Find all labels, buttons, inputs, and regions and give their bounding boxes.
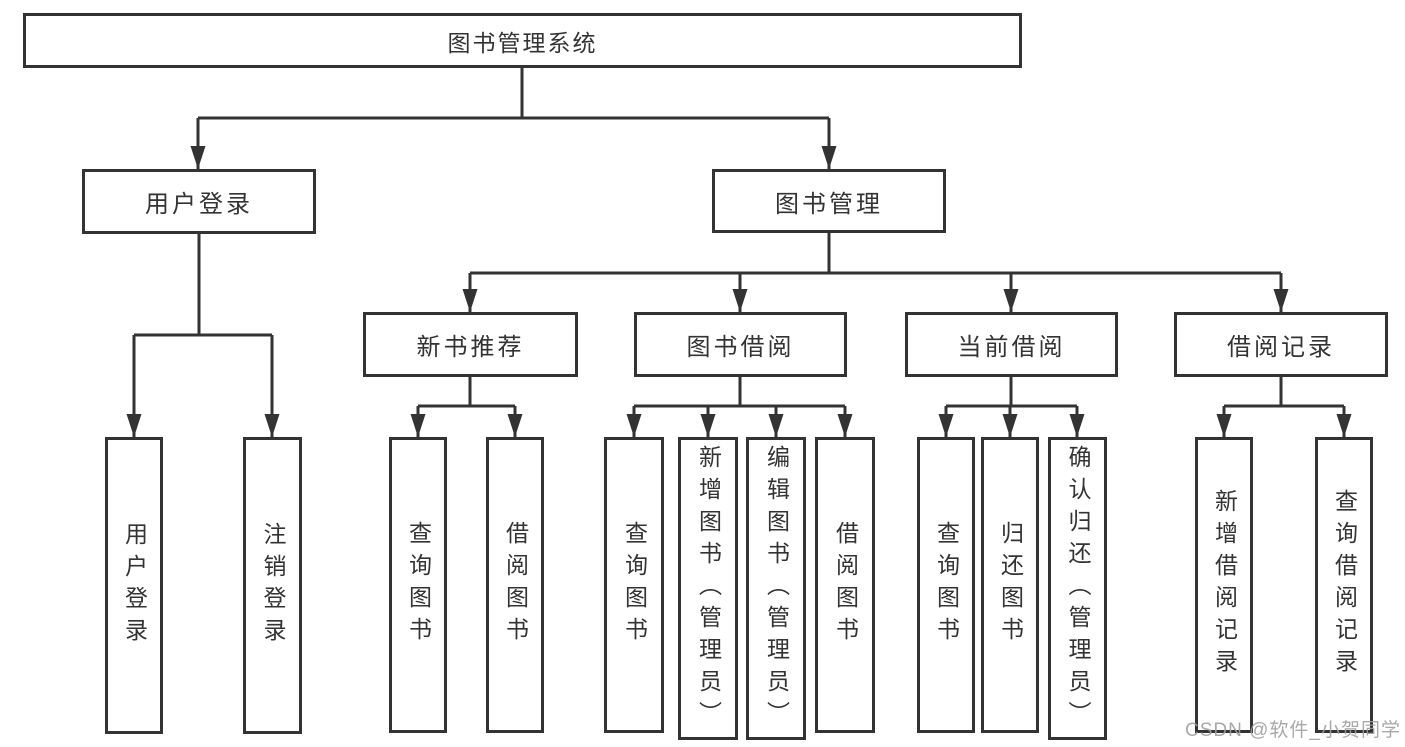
leaf-logout: 注销登录 [243, 437, 302, 734]
node-book-borrow: 图书借阅 [634, 312, 847, 377]
leaf-query-books-borrow: 查询图书 [604, 437, 664, 733]
leaf-edit-books-admin-label: 编辑图书（管理员） [763, 444, 790, 733]
node-new-book-recommend-label: 新书推荐 [416, 334, 525, 361]
node-current-borrow: 当前借阅 [905, 312, 1118, 377]
leaf-confirm-return-admin-label: 确认归还（管理员） [1065, 444, 1091, 733]
leaf-query-books-borrow-label: 查询图书 [621, 521, 648, 649]
node-library-system-label: 图书管理系统 [447, 29, 598, 56]
node-current-borrow-label: 当前借阅 [957, 334, 1066, 361]
leaf-query-borrow-record: 查询借阅记录 [1315, 437, 1373, 733]
connector-lines [126, 68, 1352, 437]
leaf-confirm-return-admin: 确认归还（管理员） [1048, 437, 1107, 740]
leaf-borrow-books-label: 借阅图书 [832, 521, 859, 649]
leaf-query-books-recommend-label: 查询图书 [405, 521, 432, 649]
csdn-watermark: CSDN @软件_小贺同学 [1185, 720, 1401, 741]
node-borrow-records: 借阅记录 [1174, 312, 1388, 377]
leaf-add-books-admin-label: 新增图书（管理员） [695, 444, 722, 733]
leaf-borrow-books-recommend: 借阅图书 [486, 437, 544, 733]
leaf-query-borrow-record-label: 查询借阅记录 [1331, 489, 1358, 681]
node-borrow-records-label: 借阅记录 [1227, 334, 1335, 361]
leaf-borrow-books-recommend-label: 借阅图书 [502, 521, 529, 649]
leaf-user-login: 用户登录 [105, 437, 163, 734]
node-user-login: 用户登录 [82, 169, 316, 234]
node-book-management-label: 图书管理 [775, 190, 883, 218]
leaf-add-borrow-record: 新增借阅记录 [1195, 437, 1253, 733]
leaf-add-borrow-record-label: 新增借阅记录 [1211, 489, 1238, 681]
leaf-borrow-books: 借阅图书 [815, 437, 875, 733]
leaf-edit-books-admin: 编辑图书（管理员） [746, 437, 806, 740]
leaf-query-books-current: 查询图书 [917, 437, 975, 733]
leaf-return-books-label: 归还图书 [997, 521, 1024, 649]
leaf-add-books-admin: 新增图书（管理员） [678, 437, 738, 740]
node-book-management: 图书管理 [712, 169, 946, 233]
leaf-logout-label: 注销登录 [260, 521, 286, 650]
node-library-system: 图书管理系统 [23, 13, 1022, 68]
node-book-borrow-label: 图书借阅 [686, 334, 795, 361]
leaf-query-books-current-label: 查询图书 [933, 521, 960, 649]
leaf-query-books-recommend: 查询图书 [389, 437, 447, 733]
leaf-user-login-label: 用户登录 [121, 521, 148, 650]
node-user-login-label: 用户登录 [145, 191, 253, 218]
leaf-return-books: 归还图书 [981, 437, 1039, 733]
node-new-book-recommend: 新书推荐 [363, 312, 578, 377]
